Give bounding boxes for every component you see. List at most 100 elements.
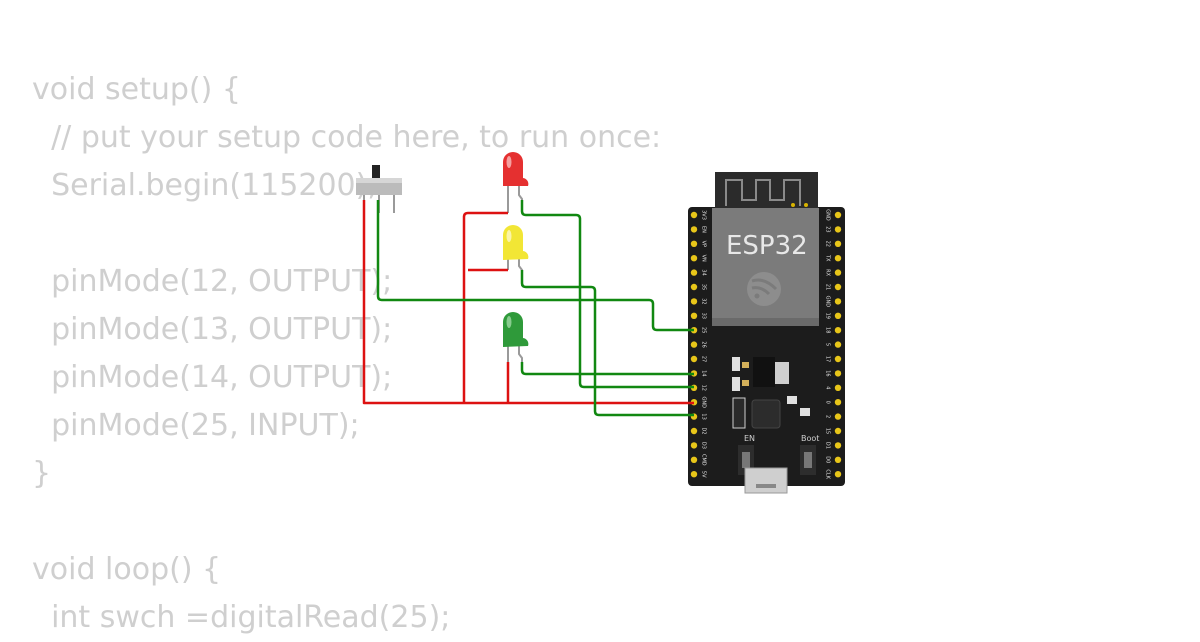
pin-pad[interactable] <box>834 384 842 391</box>
code-line: pinMode(14, OUTPUT); <box>32 360 393 395</box>
pin-label: CLK <box>825 469 831 479</box>
pin-pad[interactable] <box>690 312 698 319</box>
code-line: int swch =digitalRead(25); <box>32 600 451 635</box>
antenna-trace <box>725 179 801 206</box>
code-line: void loop() { <box>32 552 222 587</box>
pin-pad[interactable] <box>690 269 698 276</box>
antenna-pad <box>804 203 808 207</box>
antenna-area <box>715 172 818 212</box>
pin-pad[interactable] <box>834 240 842 247</box>
pin-pad[interactable] <box>834 355 842 363</box>
pin-pad[interactable] <box>834 255 842 262</box>
led-yellow-body <box>503 225 529 260</box>
pin-label: GND <box>701 396 707 408</box>
pin-pad[interactable] <box>690 226 698 233</box>
smd-component <box>742 380 749 386</box>
code-editor: void setup() { // put your setup code he… <box>32 66 661 642</box>
pin-label: 23 <box>825 226 831 232</box>
pin-pad[interactable] <box>690 471 698 478</box>
pin-label: 18 <box>825 327 831 333</box>
pin-label: 34 <box>701 269 707 275</box>
code-line: pinMode(13, OUTPUT); <box>32 312 393 347</box>
pin-pad[interactable] <box>690 456 698 463</box>
boot-button-cap <box>804 452 812 468</box>
pin-label: D3 <box>701 442 707 449</box>
pin-label: 17 <box>825 356 831 362</box>
wires <box>362 200 694 417</box>
pin-pad[interactable] <box>690 240 698 247</box>
pin-pad[interactable] <box>690 211 698 219</box>
pin-pad[interactable] <box>834 370 842 377</box>
pin-pad[interactable] <box>690 298 698 305</box>
led-red[interactable] <box>503 152 529 213</box>
esp32-board[interactable]: ESP32 EN Boot 3V3ENVPVN34353233252627141… <box>688 172 845 494</box>
pin-label: GND <box>825 209 831 221</box>
smd-component <box>732 377 740 391</box>
pin-pad[interactable] <box>834 226 842 233</box>
en-label: EN <box>744 434 755 443</box>
en-button-cap <box>742 452 750 468</box>
boot-label: Boot <box>801 434 819 443</box>
pin-label: 15 <box>825 428 831 434</box>
pin-label: 22 <box>825 241 831 247</box>
pin-pad[interactable] <box>834 471 842 478</box>
led-yellow[interactable] <box>503 225 529 286</box>
pin-pad[interactable] <box>834 413 842 420</box>
code-line: } <box>32 456 52 491</box>
pin-pad[interactable] <box>690 283 698 291</box>
led-reflection <box>506 230 512 242</box>
pin-label: 16 <box>825 370 831 376</box>
led-red-body <box>503 152 529 186</box>
pin-pad[interactable] <box>834 456 842 463</box>
pin-label: 32 <box>701 298 707 304</box>
wire-red-led-gpio12 <box>520 200 694 389</box>
led-leg <box>507 258 509 270</box>
pin-label: 2 <box>825 415 831 418</box>
switch-highlight <box>356 178 402 183</box>
led-green[interactable] <box>503 312 529 368</box>
led-green-body <box>503 312 529 347</box>
smd-component <box>732 357 740 371</box>
pin-label: D1 <box>825 442 831 449</box>
antenna-pad <box>791 203 795 207</box>
code-line: // put your setup code here, to run once… <box>32 120 662 155</box>
pin-pad[interactable] <box>834 312 842 319</box>
pin-pad[interactable] <box>834 211 842 219</box>
pin-pad[interactable] <box>690 355 698 363</box>
pin-label: 26 <box>701 341 707 347</box>
pin-label: D0 <box>825 456 831 463</box>
pin-label: GND <box>825 296 831 308</box>
pin-label: 33 <box>701 313 707 319</box>
regulator-tab <box>775 362 789 384</box>
pin-pad[interactable] <box>834 283 842 291</box>
led-leg <box>507 346 509 362</box>
code-line: void setup() { <box>32 72 241 107</box>
voltage-regulator <box>753 357 775 387</box>
pin-pad[interactable] <box>834 427 842 435</box>
pin-label: D2 <box>701 427 707 434</box>
pin-pad[interactable] <box>834 442 842 449</box>
pin-pad[interactable] <box>690 255 698 262</box>
wire-yellow-led-gpio13 <box>520 270 694 417</box>
pin-pad[interactable] <box>834 269 842 276</box>
pin-label: 19 <box>825 313 831 319</box>
switch-leg <box>393 195 395 213</box>
wire-switch-gpio25 <box>376 200 694 332</box>
pin-pad[interactable] <box>834 327 842 334</box>
pin-label: 4 <box>825 386 831 389</box>
wire-gnd-red-led <box>462 211 508 403</box>
wire-gnd-switch <box>362 200 694 405</box>
pin-label: 5V <box>701 471 707 478</box>
pin-pad[interactable] <box>834 341 842 348</box>
pin-pad[interactable] <box>690 341 698 348</box>
pin-pad[interactable] <box>690 427 698 435</box>
pin-label: VP <box>701 241 707 247</box>
code-line: Serial.begin(115200); <box>32 168 378 203</box>
switch-knob[interactable] <box>372 165 380 179</box>
led-reflection <box>506 316 512 328</box>
pin-pad[interactable] <box>834 298 842 305</box>
pin-pad[interactable] <box>690 442 698 449</box>
pin-pad[interactable] <box>834 399 842 406</box>
